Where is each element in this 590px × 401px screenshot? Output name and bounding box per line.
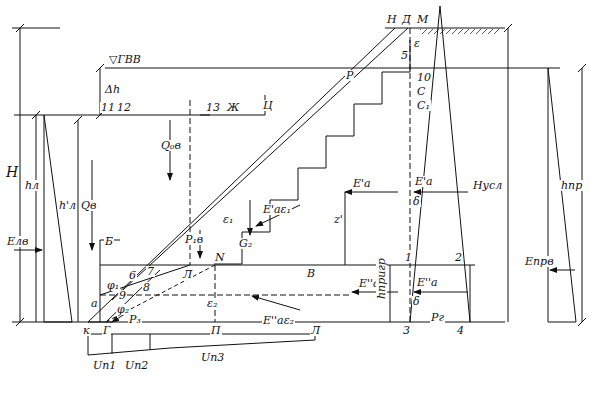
diagram-label: Pг — [430, 312, 445, 323]
diagram-label: Δh — [104, 84, 121, 95]
diagram-label: Uп1 — [92, 360, 117, 371]
diagram-label: 8 — [142, 282, 151, 293]
diagram-label: 2 — [454, 252, 463, 263]
diagram-label: 7 — [146, 266, 155, 277]
diagram-label: 6 — [128, 270, 137, 281]
diagram-label: Л — [310, 325, 321, 336]
diagram-label: E'aε₁ — [262, 204, 292, 215]
diagram-label: 11 — [100, 102, 116, 113]
diagram-label: hпригр — [376, 257, 387, 300]
diagram-label: N — [214, 252, 226, 263]
diagram-label: Б — [104, 236, 114, 247]
diagram-label: 10 — [416, 72, 432, 83]
diagram-label: h'л — [58, 200, 77, 211]
diagram-label: С₁ — [416, 100, 431, 111]
diagram-label: 13 — [205, 102, 221, 113]
diagram-label: Uп2 — [124, 360, 149, 371]
diagram-label: Q₀в — [160, 140, 182, 151]
diagram-label: П — [210, 325, 222, 336]
diagram-label: ▽ГВВ — [108, 54, 142, 65]
diagram-label: Г — [102, 325, 111, 336]
diagram-label: E''a — [416, 277, 439, 288]
diagram-label: В — [306, 268, 316, 279]
diagram-label: 3 — [402, 325, 411, 336]
diagram-label: 1 — [404, 252, 413, 263]
diagram-label: hл — [24, 180, 40, 191]
diagram-label: Л — [182, 269, 193, 280]
diagram-label: С — [416, 86, 426, 97]
diagram-label: М — [416, 14, 429, 25]
diagram-label: δ — [412, 196, 421, 207]
diagram-label: Ж — [226, 102, 240, 113]
diagram-label: 12 — [116, 102, 132, 113]
diagram-label: к — [82, 325, 91, 336]
diagram-label: ε₂ — [206, 298, 218, 309]
diagram-label: Р — [345, 70, 354, 81]
diagram-label: P₁в — [184, 234, 204, 245]
diagram-label: G₂ — [238, 238, 253, 249]
diagram-label: Uп3 — [200, 352, 225, 363]
diagram-label: E''aε₂ — [262, 315, 295, 326]
diagram-label: Н — [386, 14, 398, 25]
diagram-label: P₃ — [128, 314, 142, 325]
diagram-label: φ₁ — [106, 280, 120, 291]
diagram-label: 4 — [456, 325, 465, 336]
diagram-label: a — [90, 298, 99, 309]
diagram-label: Qв — [80, 200, 97, 211]
diagram-label: E'a — [414, 176, 434, 187]
diagram-label: Ц — [262, 100, 274, 111]
diagram-label: H — [5, 165, 19, 179]
diagram-label: δ — [412, 296, 421, 307]
diagram-label: Hусл — [472, 180, 503, 191]
diagram-label: 5 — [400, 50, 409, 61]
diagram-label: 9 — [118, 290, 127, 301]
diagram-label: Eлв — [6, 236, 29, 247]
diagram-label: ε — [413, 38, 421, 49]
diagram-label: Eпрв — [524, 256, 555, 267]
diagram-label: E'a — [352, 178, 372, 189]
diagram-label: Д — [401, 14, 412, 25]
diagram-label: ε₁ — [222, 214, 234, 225]
diagram-label: hпр — [560, 180, 583, 191]
diagram-label: z' — [333, 214, 344, 225]
